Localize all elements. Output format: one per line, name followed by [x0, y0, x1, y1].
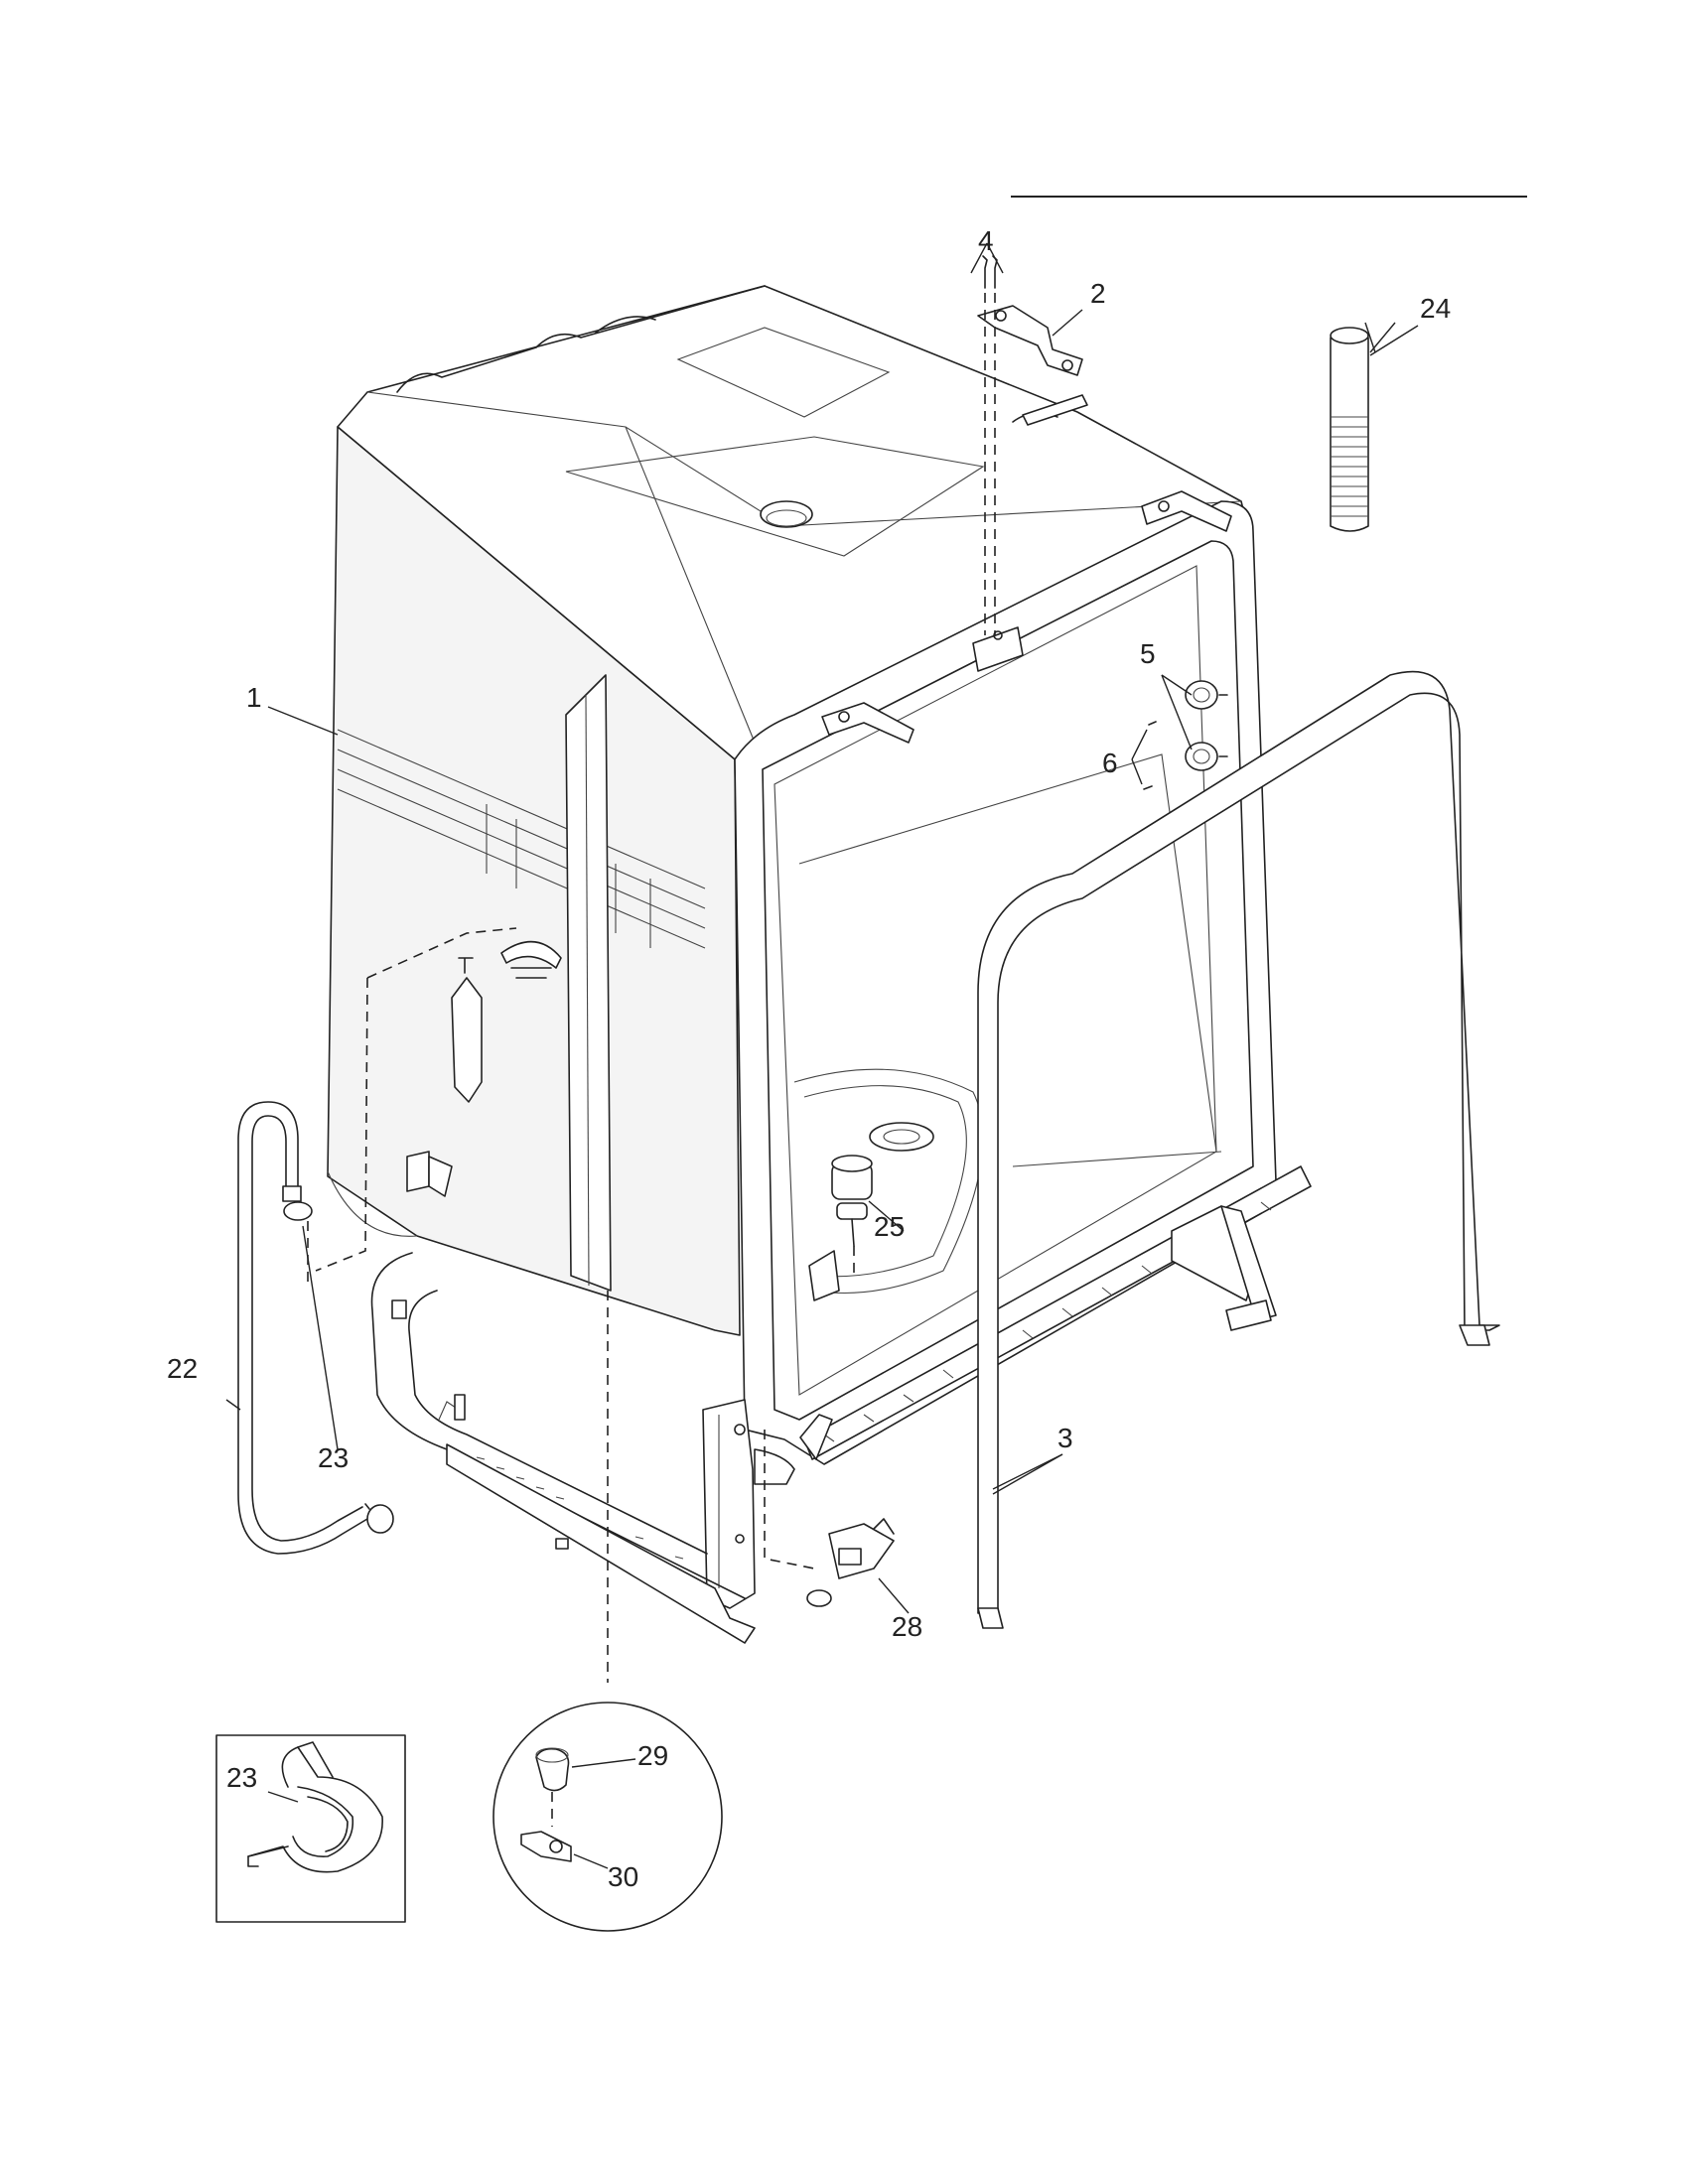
top-bracket-clips: [821, 490, 1232, 744]
callout-23-detail: 23: [226, 1762, 257, 1793]
callout-23: 23: [318, 1442, 349, 1473]
part-2-gasket: [977, 305, 1088, 426]
detail-box-23-clamp: [215, 1734, 406, 1923]
detail-circle-29-30: [492, 1702, 723, 1932]
callout-24: 24: [1420, 293, 1451, 324]
callout-28: 28: [892, 1611, 922, 1642]
part-5-6-rollers: [1131, 674, 1228, 790]
part-24-tube: [1330, 327, 1369, 532]
callout-25: 25: [874, 1211, 905, 1242]
tub-assembly: [315, 285, 1312, 1644]
callout-22: 22: [167, 1353, 198, 1384]
part-28-switch: [764, 1430, 910, 1614]
callout-2: 2: [1090, 278, 1106, 309]
callout-4: 4: [978, 225, 994, 256]
callout-29: 29: [637, 1740, 668, 1771]
callout-5: 5: [1140, 638, 1156, 669]
callout-leaders: [225, 309, 1419, 1495]
callout-6: 6: [1102, 748, 1118, 778]
part-23-clamps: [283, 1201, 394, 1534]
callout-30: 30: [608, 1861, 638, 1892]
callout-1: 1: [246, 682, 262, 713]
part-22-hose: [237, 1101, 368, 1555]
part-4-screws: [970, 242, 1004, 635]
callout-3: 3: [1057, 1423, 1073, 1453]
part-3-door-gasket: [977, 670, 1500, 1629]
